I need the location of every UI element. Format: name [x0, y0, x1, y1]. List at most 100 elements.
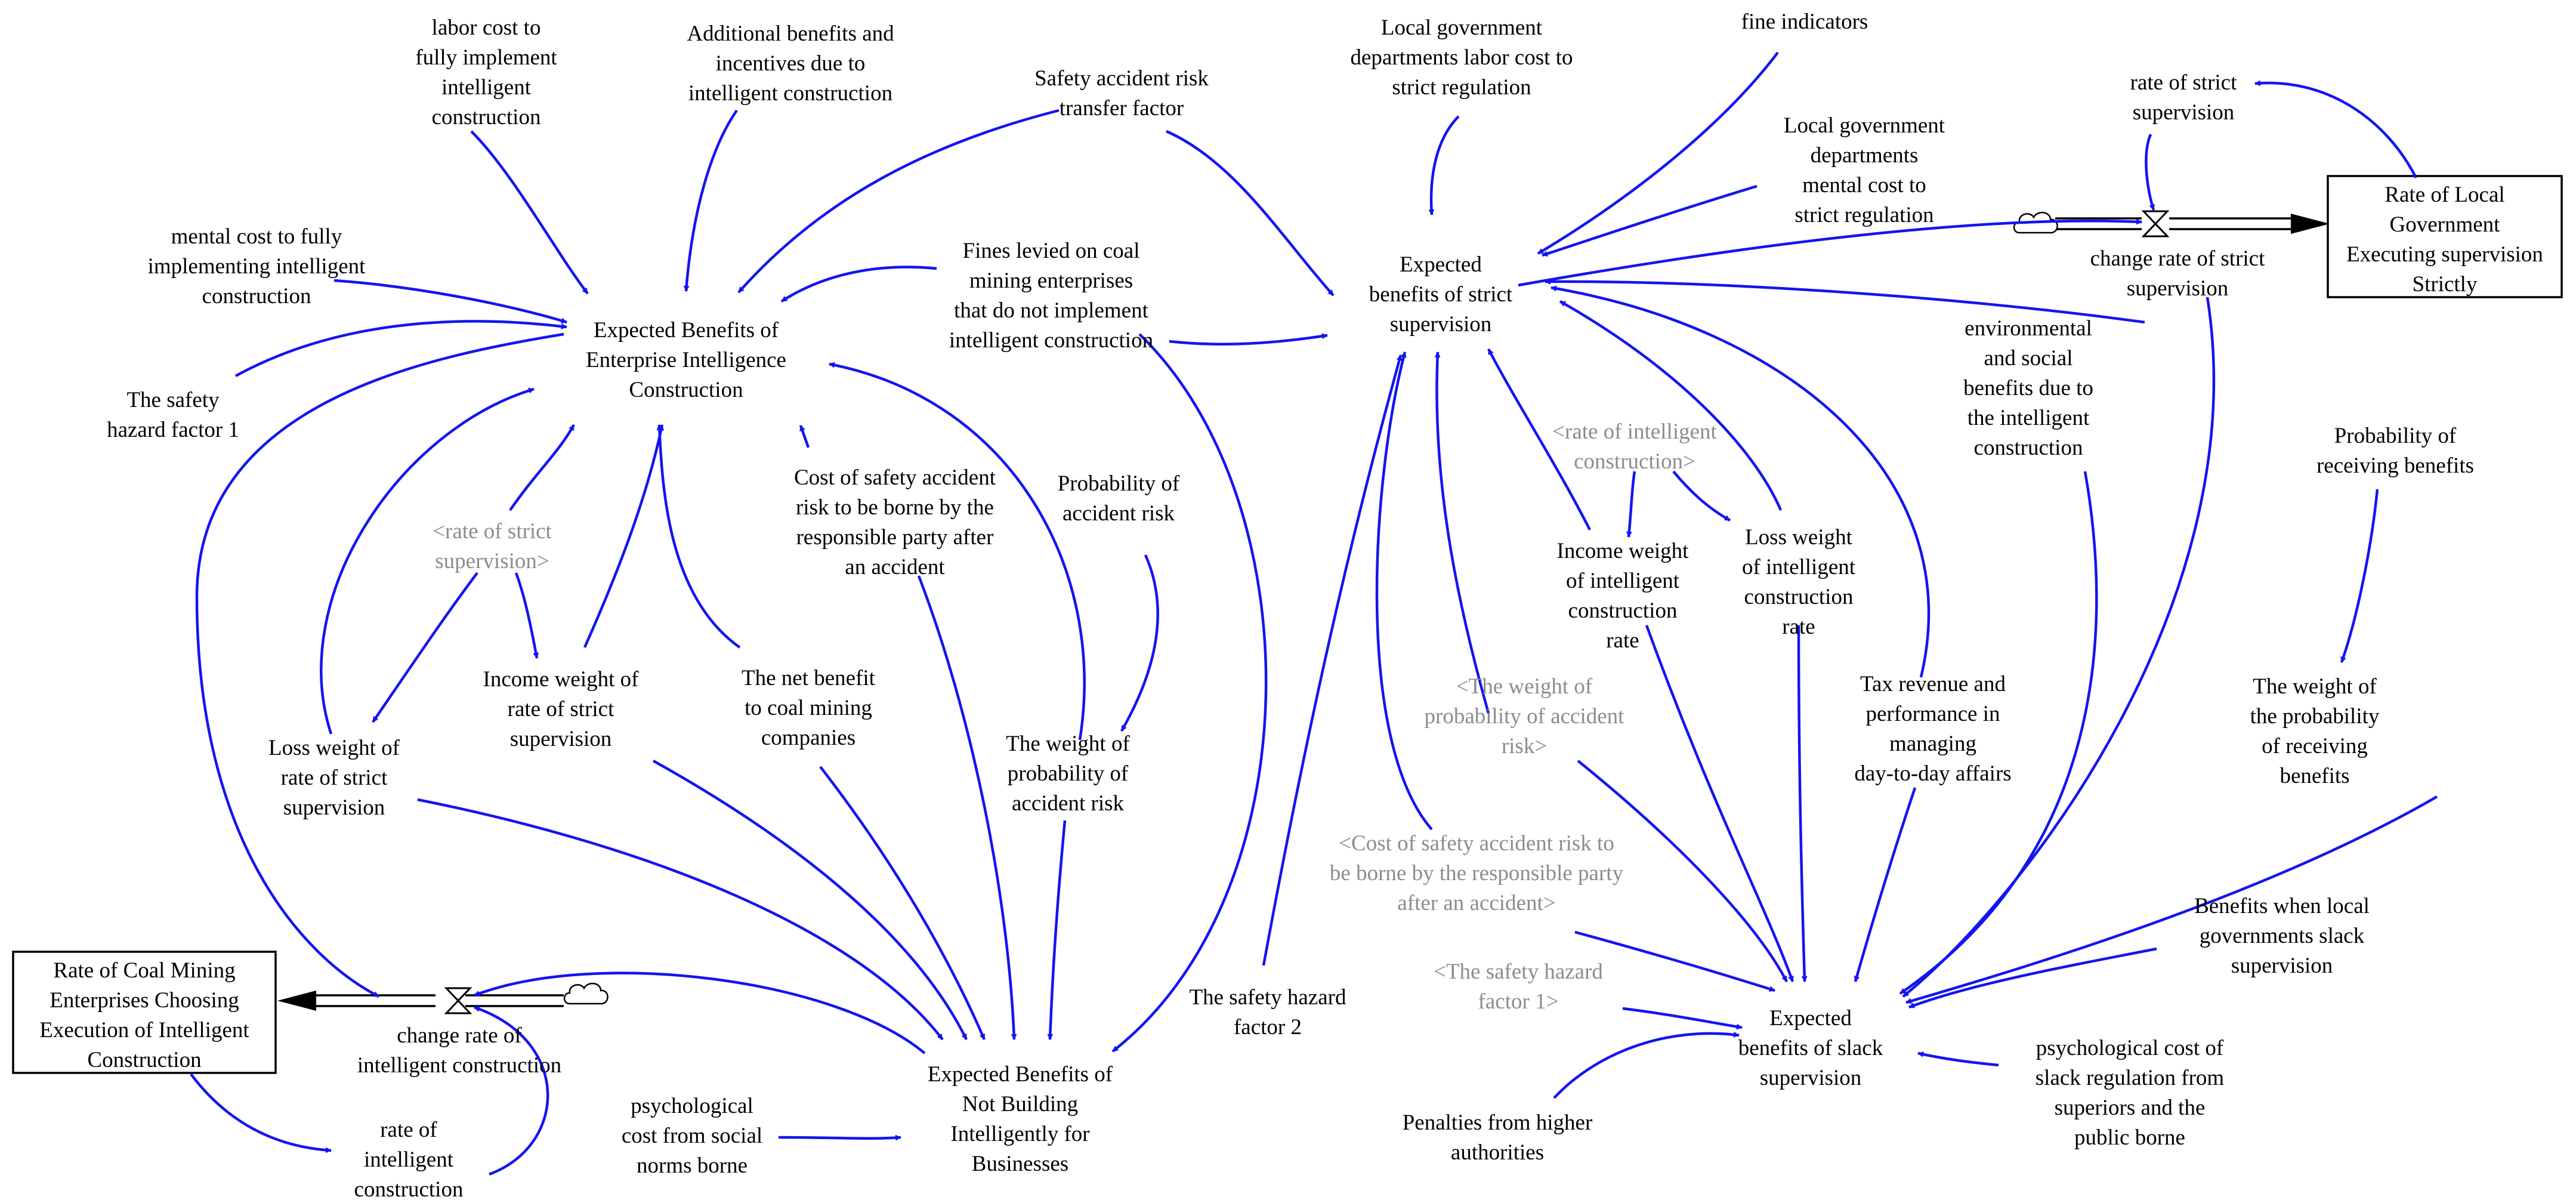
label-line: day-to-day affairs — [1854, 761, 2011, 786]
label-line: Benefits when local — [2194, 894, 2370, 918]
label-line: Rate of Local — [2385, 183, 2504, 207]
label-line: of intelligent — [1566, 569, 1680, 593]
label-line: supervision — [1760, 1066, 1862, 1090]
label-line: supervision — [2231, 954, 2333, 978]
label-line: intelligent construction — [688, 81, 892, 106]
label-line: strict regulation — [1794, 203, 1933, 227]
labor-cost-full-label: labor cost to fully implement intelligent c… — [415, 16, 557, 129]
label-line: rate of — [380, 1118, 437, 1142]
flow-arrowhead — [277, 991, 316, 1011]
additional-benefits-label: Additional benefits and incentives due to… — [687, 21, 894, 106]
label-line: Loss weight — [1745, 525, 1853, 550]
label-line: responsible party after — [796, 525, 994, 550]
label-line: the intelligent — [1967, 406, 2090, 430]
label-line: Local government — [1381, 16, 1543, 40]
label-line: factor 1> — [1478, 989, 1559, 1014]
label-line: benefits — [2280, 764, 2349, 788]
label-line: factor 2 — [1234, 1015, 1302, 1039]
weight-prob-receiving-label: The weight of the probability of receiving… — [2250, 674, 2380, 788]
label-line: benefits of slack — [1738, 1036, 1883, 1060]
label-line: Construction — [87, 1048, 201, 1072]
label-line: Intelligently for — [950, 1122, 1089, 1146]
flow-pipe-strict-supervision — [2055, 214, 2330, 234]
label-line: governments slack — [2200, 924, 2365, 948]
label-line: The net benefit — [742, 666, 876, 690]
label-line: Additional benefits and — [687, 21, 894, 46]
valve-icon — [444, 987, 472, 1014]
label-line: transfer factor — [1060, 96, 1184, 121]
label-line: construction — [1974, 436, 2083, 460]
label-line: superiors and the — [2055, 1096, 2206, 1120]
penalties-higher-label: Penalties from higher authorities — [1403, 1110, 1593, 1165]
label-line: incentives due to — [716, 51, 866, 76]
label-line: hazard factor 1 — [107, 418, 239, 442]
label-line: accident risk — [1012, 791, 1124, 816]
label-line: rate of strict — [281, 766, 388, 790]
label-line: intelligent — [441, 75, 532, 100]
causal-links — [190, 51, 2438, 1176]
label-line: Income weight — [1557, 539, 1689, 563]
label-line: construction — [432, 105, 541, 129]
label-line: Enterprise Intelligence — [586, 348, 786, 372]
label-line: Rate of Coal Mining — [53, 958, 235, 983]
label-line: <rate of strict — [433, 519, 552, 544]
label-line: psychological cost of — [2036, 1036, 2224, 1060]
label-line: mental cost to fully — [171, 224, 342, 249]
label-line: intelligent construction — [949, 328, 1153, 353]
valve-icon — [2141, 210, 2170, 237]
shadow-rate-ic-label: <rate of intelligent construction> — [1552, 419, 1717, 474]
label-line: of receiving — [2262, 734, 2368, 758]
label-line: The weight of — [2253, 674, 2377, 699]
label-line: be borne by the responsible party — [1330, 861, 1624, 886]
label-line: construction> — [1574, 449, 1695, 474]
label-line: the probability — [2250, 704, 2380, 729]
label-line: Probability of — [1058, 471, 1180, 496]
label-line: supervision — [283, 795, 385, 820]
label-line: supervision — [2133, 100, 2235, 125]
label-line: rate — [1782, 615, 1815, 639]
label-line: Penalties from higher — [1403, 1110, 1593, 1135]
label-line: labor cost to — [432, 16, 541, 40]
label-line: after an accident> — [1397, 891, 1555, 915]
label-line: environmental — [1965, 316, 2092, 341]
label-line: departments labor cost to — [1351, 45, 1573, 70]
label-line: <The safety hazard — [1434, 960, 1603, 984]
label-line: Execution of Intelligent — [39, 1018, 249, 1042]
label-line: Expected — [1769, 1006, 1852, 1031]
label-line: Government — [2390, 212, 2501, 237]
label-line: risk to be borne by the — [796, 495, 994, 520]
label-line: probability of — [1008, 761, 1129, 786]
prob-accident-label: Probability of accident risk — [1058, 471, 1180, 526]
label-line: <rate of intelligent — [1552, 419, 1717, 444]
label-line: accident risk — [1062, 501, 1175, 526]
label-line: risk> — [1502, 734, 1547, 758]
label-line: construction — [1568, 599, 1678, 623]
label-line: Tax revenue and — [1860, 672, 2006, 696]
label-line: Enterprises Choosing — [50, 988, 239, 1013]
label-line: fully implement — [415, 45, 557, 70]
label-line: strict regulation — [1392, 75, 1531, 100]
flow-pipe-intelligent-construction — [277, 991, 564, 1011]
label-line: authorities — [1451, 1140, 1544, 1165]
label-line: managing — [1889, 732, 1976, 756]
label-line: Probability of — [2334, 424, 2457, 448]
label-line: supervision — [510, 727, 612, 751]
label-line: receiving benefits — [2316, 454, 2474, 478]
stock-box-coal-rate — [12, 951, 277, 1074]
